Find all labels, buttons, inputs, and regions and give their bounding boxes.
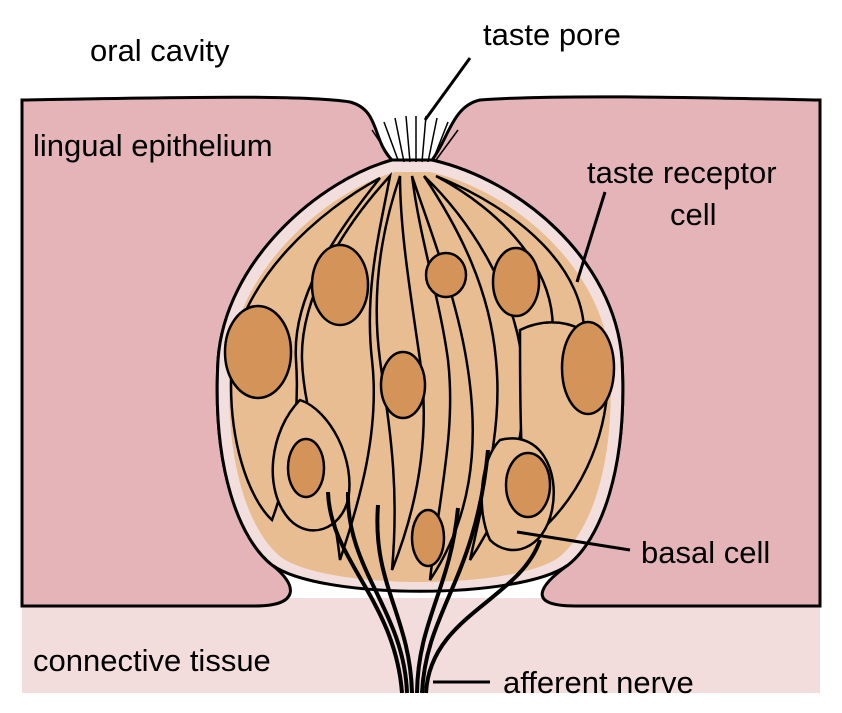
nucleus-4 (491, 246, 541, 318)
afferent-nerve-label: afferent nerve (503, 665, 694, 700)
lingual-epithelium-label: lingual epithelium (33, 128, 273, 163)
taste-receptor-cell-label-line2: cell (670, 197, 717, 232)
leader-lines (423, 57, 631, 684)
basal-cell-label: basal cell (641, 535, 770, 570)
afferent-nerve-fibers (326, 449, 542, 694)
nucleus-9 (504, 451, 552, 519)
oral-cavity-label: oral cavity (90, 33, 230, 68)
nucleus-7 (286, 437, 326, 499)
cell-left-outer (229, 176, 381, 523)
microvilli (371, 115, 459, 163)
taste-pore-leader (423, 57, 472, 121)
taste-receptor-cell-label-line1: taste receptor (587, 155, 777, 190)
cell-nuclei (223, 243, 616, 568)
nucleus-5 (379, 350, 427, 420)
nucleus-8 (410, 508, 446, 568)
taste-receptor-cell-leader (575, 191, 607, 283)
nucleus-1 (223, 304, 293, 400)
cell-center (410, 175, 475, 581)
nucleus-2 (310, 243, 370, 327)
connective-tissue-label: connective tissue (33, 643, 271, 678)
taste-pore-label: taste pore (483, 17, 621, 52)
nucleus-6 (560, 320, 616, 416)
nucleus-3 (424, 251, 468, 299)
basal-cell-leader (516, 530, 631, 552)
